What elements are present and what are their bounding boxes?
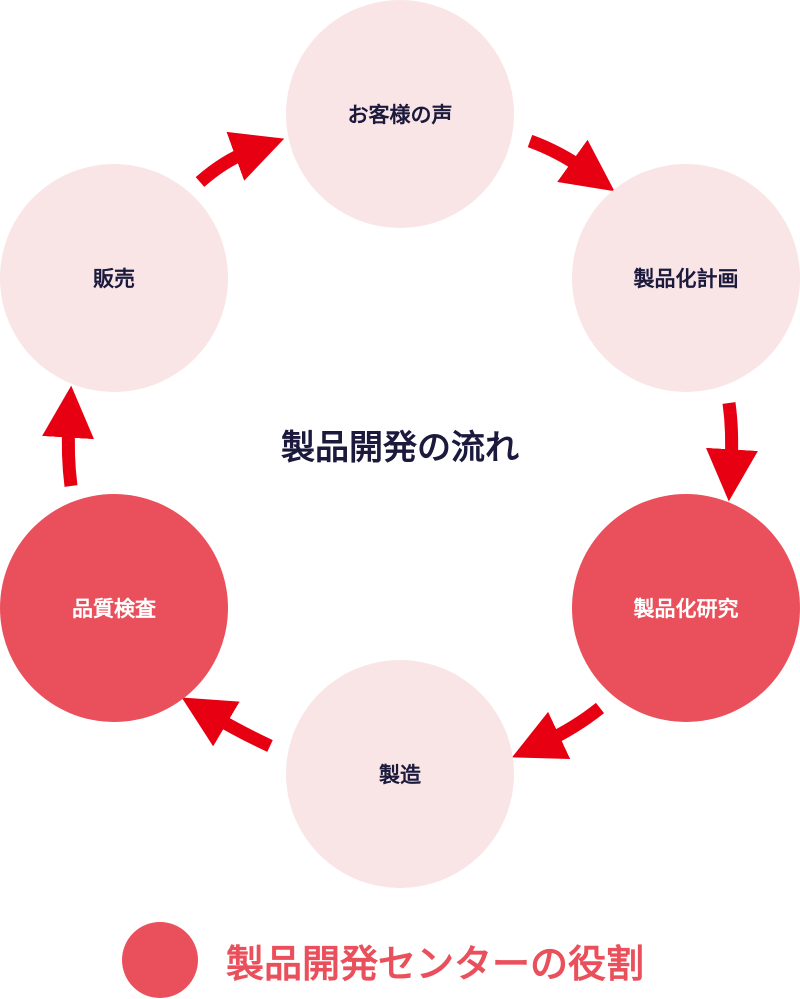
diagram-title: 製品開発の流れ: [281, 428, 519, 468]
step-label: お客様の声: [347, 103, 453, 127]
legend-swatch: [122, 922, 198, 998]
step-label: 製造: [379, 763, 421, 787]
step-label: 品質検査: [72, 597, 156, 621]
step-customer-voice: お客様の声: [286, 0, 514, 228]
step-manufacturing: 製造: [286, 660, 514, 888]
step-label: 製品化計画: [633, 267, 739, 291]
arrow-inspection-to-sales: [42, 385, 95, 487]
step-quality-inspection: 品質検査: [0, 494, 228, 722]
step-label: 販売: [93, 267, 135, 291]
step-product-research: 製品化研究: [572, 494, 800, 722]
arrow-voice-to-planning: [527, 134, 615, 192]
arrow-planning-to-research: [705, 402, 758, 502]
step-product-planning: 製品化計画: [572, 164, 800, 392]
step-sales: 販売: [0, 164, 228, 392]
arrow-research-to-manufacturing: [512, 702, 605, 759]
arrow-sales-to-voice: [195, 131, 285, 187]
arrow-manufacturing-to-inspection: [181, 697, 273, 752]
legend-label: 製品開発センターの役割: [226, 941, 645, 986]
legend: 製品開発センターの役割: [122, 922, 644, 998]
step-label: 製品化研究: [633, 597, 739, 621]
